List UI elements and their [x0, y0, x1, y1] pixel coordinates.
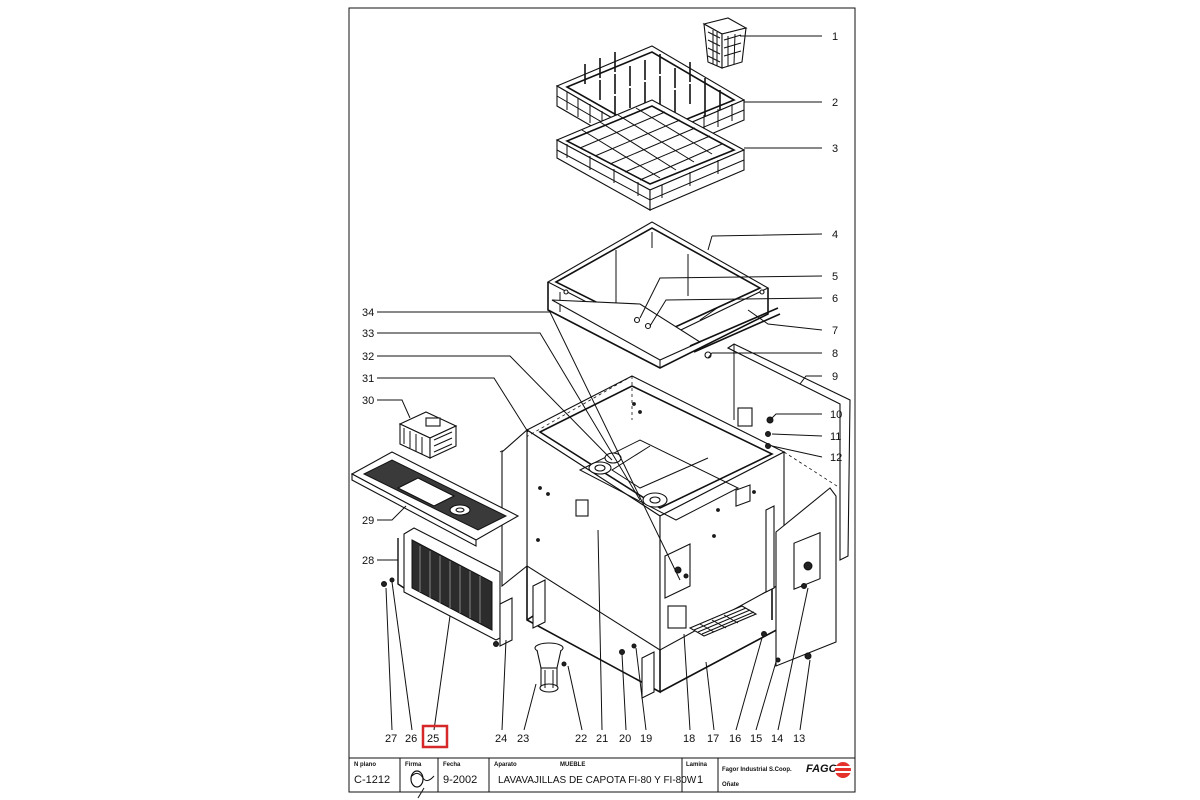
callout-15: 15 [750, 733, 762, 745]
cabinet-drawing [493, 375, 841, 699]
callout-29: 29 [362, 515, 374, 527]
aparato-header: Aparato [494, 762, 517, 768]
callout-28: 28 [362, 555, 374, 567]
callout-25: 25 [427, 733, 439, 745]
callout-21: 21 [596, 733, 608, 745]
callout-20: 20 [619, 733, 631, 745]
callout-9: 9 [832, 371, 838, 383]
callout-34: 34 [362, 307, 374, 319]
callout-2: 2 [832, 97, 838, 109]
lamina-header: Lamina [686, 762, 708, 768]
callout-31: 31 [362, 373, 374, 385]
callout-10: 10 [830, 409, 842, 421]
filter-box-drawing [398, 411, 458, 459]
leader-lines [377, 35, 823, 731]
callout-16: 16 [729, 733, 741, 745]
highlight-box [421, 724, 449, 749]
callout-7: 7 [832, 325, 838, 337]
callout-17: 17 [707, 733, 719, 745]
plan-header: N plano [354, 762, 376, 768]
callout-8: 8 [832, 348, 838, 360]
front-grille-drawing [381, 527, 513, 647]
hood-frame-drawing [546, 221, 781, 369]
fecha-value: 9-2002 [443, 774, 477, 786]
callout-27: 27 [385, 733, 397, 745]
firma-header: Firma [405, 762, 422, 768]
callout-3: 3 [832, 143, 838, 155]
work-top-drawing [350, 451, 520, 547]
callout-18: 18 [683, 733, 695, 745]
callout-11: 11 [830, 431, 841, 443]
callout-30: 30 [362, 395, 374, 407]
drawing-description: LAVAVAJILLAS DE CAPOTA FI-80 Y FI-80W [498, 775, 697, 786]
callouts-bottom: 27 26 25 24 23 22 21 20 19 18 17 16 15 1… [385, 733, 805, 745]
plan-number: C-1212 [354, 774, 390, 786]
company-name: Fagor Industrial S.Coop. [722, 767, 792, 773]
callouts-right: 1 2 3 4 5 6 7 8 9 10 11 12 [830, 31, 842, 464]
callout-24: 24 [495, 733, 507, 745]
fagor-logo-icon [835, 762, 851, 778]
callout-14: 14 [771, 733, 783, 745]
callout-12: 12 [830, 452, 842, 464]
signature-mark [410, 770, 435, 799]
callout-13: 13 [793, 733, 805, 745]
callout-33: 33 [362, 328, 374, 340]
plate-rack-drawing [555, 99, 746, 211]
cutlery-basket-drawing [702, 17, 748, 69]
callout-19: 19 [640, 733, 652, 745]
fecha-header: Fecha [443, 762, 461, 768]
callout-23: 23 [517, 733, 529, 745]
callout-22: 22 [575, 733, 587, 745]
leg-foot-drawing [534, 642, 567, 693]
callout-4: 4 [832, 229, 838, 241]
callout-6: 6 [832, 293, 838, 305]
callout-32: 32 [362, 351, 374, 363]
lamina-value: 1 [697, 774, 703, 786]
aparato-value: MUEBLE [560, 762, 585, 768]
callout-26: 26 [405, 733, 417, 745]
callout-1: 1 [832, 31, 838, 43]
callouts-left: 34 33 32 31 30 29 28 [362, 307, 374, 567]
callout-5: 5 [832, 271, 838, 283]
company-location: Oñate [722, 782, 740, 788]
drawing-frame [348, 7, 856, 793]
title-block: N plano C-1212 Firma Fecha 9-2002 Aparat… [349, 757, 855, 799]
side-panel-drawing [726, 343, 851, 561]
